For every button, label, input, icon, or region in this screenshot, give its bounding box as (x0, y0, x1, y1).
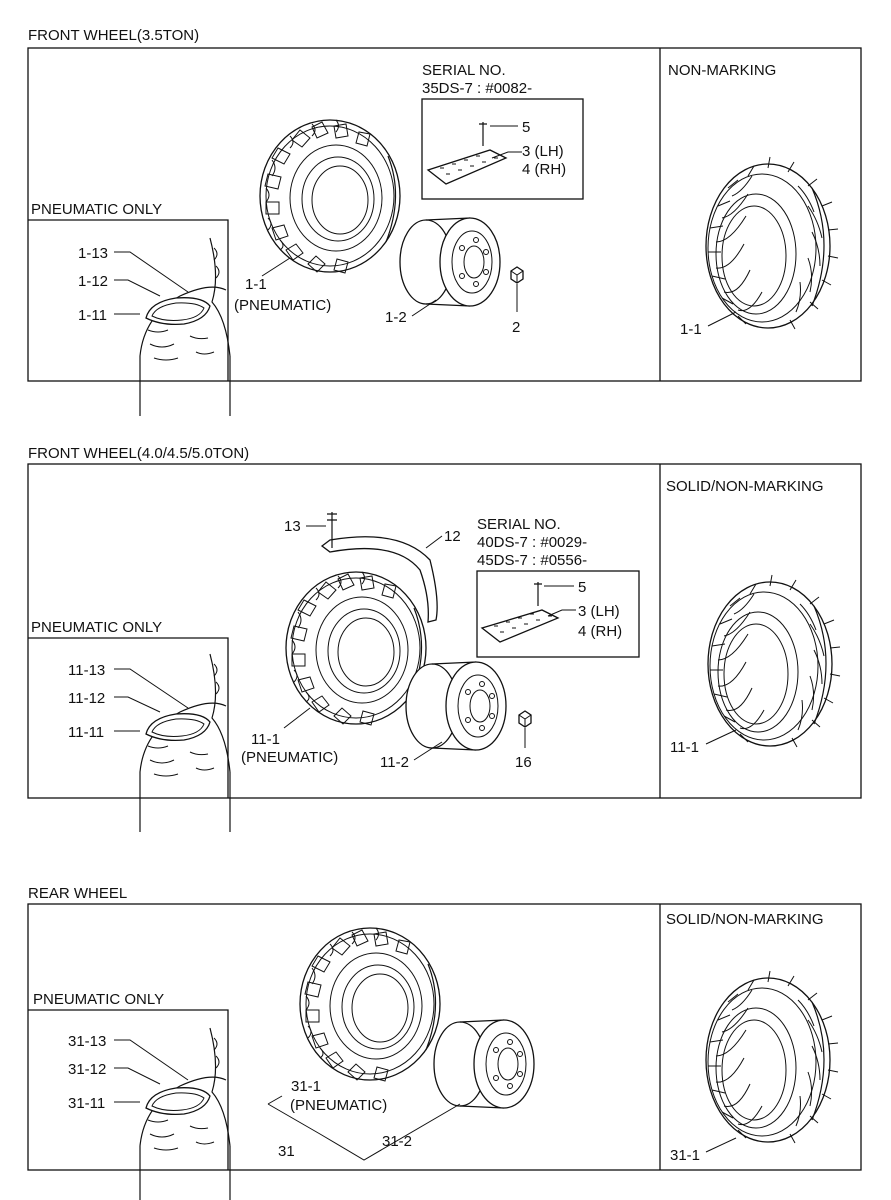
cutaway-leaders (114, 1039, 189, 1103)
plate-rh-label: 4 (RH) (578, 623, 622, 640)
cutaway-label-11: 1-11 (78, 307, 107, 324)
nut-label: 16 (515, 754, 532, 771)
hub-nut (510, 266, 524, 284)
tire-label: 31-1 (291, 1078, 321, 1095)
cutaway-label-13: 1-13 (78, 245, 108, 262)
tire-note: (PNEUMATIC) (241, 749, 338, 766)
plate-lh-label: 3 (LH) (522, 143, 564, 160)
pneumatic-only-frame (28, 1009, 229, 1170)
assembly-bracket (267, 1103, 461, 1161)
section-front-wheel-4-5ton: FRONT WHEEL(4.0/4.5/5.0TON) PNEUMATIC ON… (27, 445, 862, 833)
serial-line-2: 45DS-7 : #0556- (477, 552, 587, 569)
wheel-rim (405, 661, 507, 751)
tire-note: (PNEUMATIC) (234, 297, 331, 314)
side-label: 11-1 (670, 739, 699, 756)
cutaway-label-13: 11-13 (68, 662, 105, 679)
plate-bolt-label: 5 (578, 579, 586, 596)
pneumatic-only-label: PNEUMATIC ONLY (33, 991, 164, 1008)
rim-leader (413, 741, 443, 761)
cutaway-label-11: 11-11 (68, 724, 104, 741)
serial-line: 35DS-7 : #0082- (422, 80, 532, 97)
pneumatic-only-frame (28, 637, 229, 798)
plate-lh-label: 3 (LH) (578, 603, 620, 620)
non-marking-tire (705, 156, 839, 330)
plate-rh-label: 4 (RH) (522, 161, 566, 178)
section-frame (27, 903, 862, 1171)
tire-leader (261, 257, 291, 277)
cutaway-label-13: 31-13 (68, 1033, 106, 1050)
rim-label: 11-2 (380, 754, 409, 771)
serial-box (476, 570, 640, 658)
tire-cutaway (139, 1027, 231, 1200)
fender (320, 536, 438, 623)
serial-title: SERIAL NO. (422, 62, 506, 79)
assembly-label: 31 (278, 1143, 295, 1160)
cutaway-leaders (114, 251, 189, 315)
section-frame (27, 463, 862, 799)
solid-non-marking-tire (705, 970, 839, 1144)
rim-leader (411, 299, 437, 317)
fender-label: 12 (444, 528, 461, 545)
tire-leader (283, 707, 311, 729)
serial-title: SERIAL NO. (477, 516, 561, 533)
pneumatic-only-frame (28, 219, 229, 381)
plate-bolt (534, 582, 542, 606)
cutaway-label-12: 1-12 (78, 273, 108, 290)
serial-line-1: 40DS-7 : #0029- (477, 534, 587, 551)
hub-nut (518, 710, 532, 728)
plate-bolt (479, 122, 487, 146)
pneumatic-only-label: PNEUMATIC ONLY (31, 619, 162, 636)
rim-label: 31-2 (382, 1133, 412, 1150)
section-title: FRONT WHEEL(3.5TON) (28, 27, 199, 44)
wheel-rim (433, 1019, 535, 1109)
cutaway-label-12: 11-12 (68, 690, 105, 707)
tread-plate (480, 609, 560, 643)
tire-cutaway (139, 653, 231, 833)
side-title: SOLID/NON-MARKING (666, 478, 824, 495)
fender-bolt-label: 13 (284, 518, 301, 535)
rim-label: 1-2 (385, 309, 407, 326)
pneumatic-tire (259, 119, 401, 274)
side-title: NON-MARKING (668, 62, 776, 79)
tire-label: 11-1 (251, 731, 280, 748)
section-title: REAR WHEEL (28, 885, 127, 902)
wheel-rim (399, 217, 501, 307)
pneumatic-tire (299, 927, 441, 1082)
side-label: 1-1 (680, 321, 702, 338)
plate-bolt-label: 5 (522, 119, 530, 136)
cutaway-leaders (114, 668, 189, 732)
tread-plate (426, 149, 508, 185)
tire-cutaway (139, 237, 231, 417)
pneumatic-tire (285, 571, 427, 726)
side-title: SOLID/NON-MARKING (666, 911, 824, 928)
tire-note: (PNEUMATIC) (290, 1097, 387, 1114)
section-frame (27, 47, 862, 382)
section-rear-wheel: REAR WHEEL PNEUMATIC ONLY 31-13 31-12 31… (27, 885, 862, 1200)
tire-label: 1-1 (245, 276, 267, 293)
section-title: FRONT WHEEL(4.0/4.5/5.0TON) (28, 445, 249, 462)
cutaway-label-12: 31-12 (68, 1061, 106, 1078)
cutaway-label-11: 31-11 (68, 1095, 105, 1112)
solid-non-marking-tire (707, 574, 841, 748)
fender-bolt (327, 512, 337, 548)
section-front-wheel-3-5ton: FRONT WHEEL(3.5TON) PNEUMATIC ONLY 1-1 3 … (27, 27, 862, 417)
side-label: 31-1 (670, 1147, 700, 1164)
pneumatic-only-label: PNEUMATIC ONLY (31, 201, 162, 218)
nut-label: 2 (512, 319, 520, 336)
serial-box (421, 98, 584, 200)
